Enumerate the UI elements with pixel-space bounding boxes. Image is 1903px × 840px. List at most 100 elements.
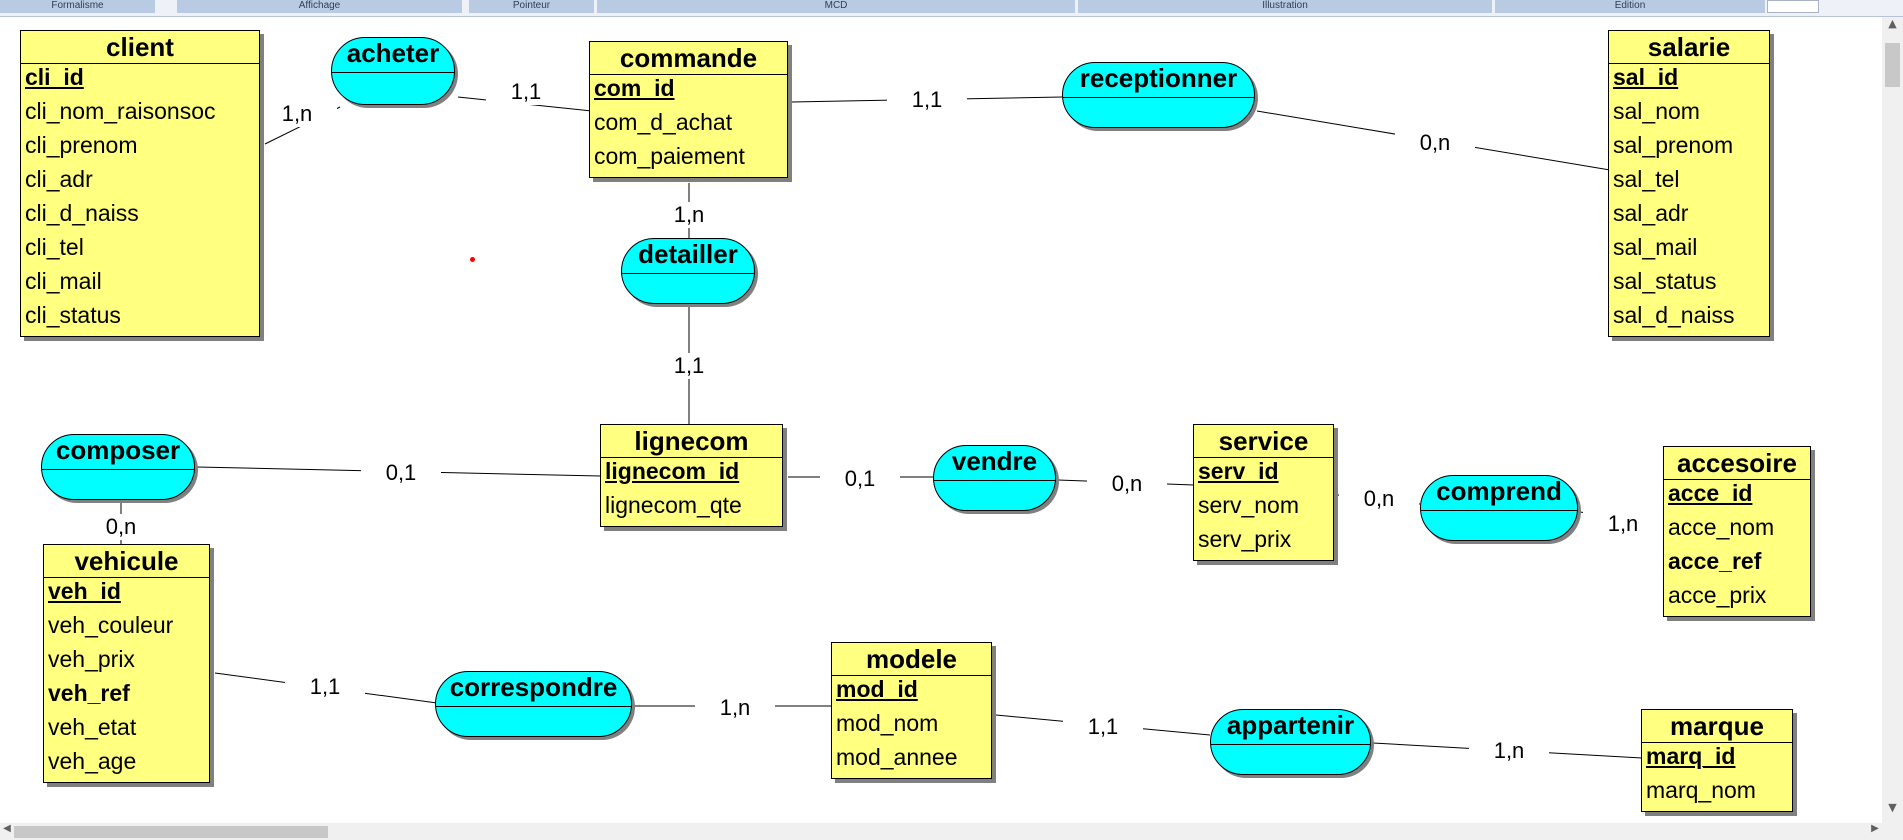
cardinality-vendre-service: 0,n: [1087, 471, 1167, 497]
attribute-reference: acce_ref: [1668, 548, 1762, 574]
cardinality-composer-lignecom: 0,1: [361, 460, 441, 486]
toolbar-section-affichage[interactable]: Affichage: [177, 0, 463, 13]
attribute-primary-key: acce_id: [1668, 480, 1753, 506]
toolbar-section-formalisme[interactable]: Formalisme: [0, 0, 156, 13]
vertical-scrollbar[interactable]: ▲ ▼: [1882, 17, 1903, 823]
entity-title: modele: [832, 643, 991, 676]
attribute: com_paiement: [594, 143, 745, 169]
association-detailler[interactable]: detailler: [621, 238, 755, 304]
scroll-down-arrow-icon[interactable]: ▼: [1888, 801, 1897, 814]
attribute: cli_d_naiss: [25, 200, 139, 226]
cardinality-receptionner-salarie: 0,n: [1395, 130, 1475, 156]
mcd-canvas[interactable]: 1,n 1,1 1,1 0,n 1,n 1,1 0,1 0,n 0,1 0,n …: [0, 17, 1882, 823]
attribute-primary-key: mod_id: [836, 676, 918, 702]
attribute-primary-key: com_id: [594, 75, 675, 101]
association-correspondre[interactable]: correspondre: [435, 671, 632, 737]
attribute: veh_prix: [48, 646, 135, 672]
entity-salarie[interactable]: salarie sal_id sal_nom sal_prenom sal_te…: [1608, 30, 1770, 337]
cardinality-commande-detailler: 1,n: [649, 202, 729, 228]
entity-accesoire[interactable]: accesoire acce_id acce_nom acce_ref acce…: [1663, 446, 1811, 617]
cardinality-service-comprend: 0,n: [1339, 486, 1419, 512]
association-name: receptionner: [1063, 63, 1254, 98]
attribute: cli_tel: [25, 234, 84, 260]
attribute: serv_nom: [1198, 492, 1299, 518]
association-name: correspondre: [436, 672, 631, 707]
attribute-primary-key: serv_id: [1198, 458, 1279, 484]
association-name: acheter: [332, 38, 454, 73]
attribute: mod_nom: [836, 710, 939, 736]
scroll-right-arrow-icon[interactable]: ▶: [1871, 823, 1879, 834]
cardinality-acheter-commande: 1,1: [486, 79, 566, 105]
attribute: veh_couleur: [48, 612, 174, 638]
attribute-primary-key: sal_id: [1613, 64, 1679, 90]
attribute: cli_nom_raisonsoc: [25, 98, 216, 124]
association-comprend[interactable]: comprend: [1420, 475, 1578, 541]
attribute-primary-key: veh_id: [48, 578, 121, 604]
association-name: appartenir: [1211, 710, 1370, 745]
attribute: acce_prix: [1668, 582, 1767, 608]
entity-commande[interactable]: commande com_id com_d_achat com_paiement: [589, 41, 788, 178]
attribute: sal_mail: [1613, 234, 1698, 260]
scrollbar-corner: [1882, 823, 1903, 840]
association-name: composer: [42, 435, 194, 470]
entity-vehicule[interactable]: vehicule veh_id veh_couleur veh_prix veh…: [43, 544, 210, 783]
attribute: sal_tel: [1613, 166, 1680, 192]
entity-marque[interactable]: marque marq_id marq_nom: [1641, 709, 1793, 812]
attribute-primary-key: lignecom_id: [605, 458, 740, 484]
attribute: acce_nom: [1668, 514, 1775, 540]
toolbar-section-pointeur[interactable]: Pointeur: [469, 0, 595, 13]
attribute: lignecom_qte: [605, 492, 742, 518]
cardinality-vehicule-correspondre: 1,1: [285, 674, 365, 700]
association-acheter[interactable]: acheter: [331, 37, 455, 105]
association-vendre[interactable]: vendre: [933, 445, 1056, 511]
toolbar: Formalisme Affichage Pointeur MCD Illust…: [0, 0, 1903, 17]
entity-service[interactable]: service serv_id serv_nom serv_prix: [1193, 424, 1334, 561]
attribute: cli_status: [25, 302, 121, 328]
cardinality-client-acheter: 1,n: [257, 101, 337, 127]
toolbar-section-edition[interactable]: Edition: [1495, 0, 1766, 13]
association-composer[interactable]: composer: [41, 434, 195, 500]
attribute-primary-key: cli_id: [25, 64, 84, 90]
attribute: sal_adr: [1613, 200, 1689, 226]
association-receptionner[interactable]: receptionner: [1062, 62, 1255, 128]
cardinality-lignecom-vendre: 0,1: [820, 466, 900, 492]
entity-client[interactable]: client cli_id cli_nom_raisonsoc cli_pren…: [20, 30, 260, 337]
attribute: sal_status: [1613, 268, 1717, 294]
toolbar-section-mcd[interactable]: MCD: [597, 0, 1076, 13]
attribute-reference: veh_ref: [48, 680, 130, 706]
cardinality-appartenir-marque: 1,n: [1469, 738, 1549, 764]
attribute: cli_adr: [25, 166, 93, 192]
attribute: sal_d_naiss: [1613, 302, 1735, 328]
entity-title: salarie: [1609, 31, 1769, 64]
entity-title: commande: [590, 42, 787, 75]
attribute: veh_age: [48, 748, 137, 774]
cardinality-composer-vehicule: 0,n: [81, 514, 161, 540]
attribute: com_d_achat: [594, 109, 733, 135]
cardinality-detailler-lignecom: 1,1: [649, 353, 729, 379]
vertical-scroll-thumb[interactable]: [1885, 43, 1900, 87]
attribute: cli_prenom: [25, 132, 138, 158]
toolbar-section-illustration[interactable]: Illustration: [1078, 0, 1493, 13]
cardinality-comprend-accesoire: 1,n: [1583, 511, 1663, 537]
entity-lignecom[interactable]: lignecom lignecom_id lignecom_qte: [600, 424, 783, 527]
entity-title: vehicule: [44, 545, 209, 578]
scroll-left-arrow-icon[interactable]: ◀: [3, 823, 11, 834]
scroll-up-arrow-icon[interactable]: ▲: [1888, 17, 1897, 30]
attribute: veh_etat: [48, 714, 137, 740]
horizontal-scroll-thumb[interactable]: [14, 826, 328, 838]
attribute: sal_prenom: [1613, 132, 1734, 158]
toolbar-input-box[interactable]: [1767, 0, 1819, 13]
entity-modele[interactable]: modele mod_id mod_nom mod_annee: [831, 642, 992, 779]
red-marker-dot: [470, 257, 475, 262]
cardinality-modele-appartenir: 1,1: [1063, 714, 1143, 740]
association-name: vendre: [934, 446, 1055, 481]
horizontal-scrollbar[interactable]: ◀ ▶: [0, 823, 1882, 840]
association-appartenir[interactable]: appartenir: [1210, 709, 1371, 775]
entity-title: marque: [1642, 710, 1792, 743]
entity-title: lignecom: [601, 425, 782, 458]
attribute: marq_nom: [1646, 777, 1756, 803]
entity-title: accesoire: [1664, 447, 1810, 480]
attribute: sal_nom: [1613, 98, 1700, 124]
attribute: mod_annee: [836, 744, 958, 770]
attribute: cli_mail: [25, 268, 102, 294]
